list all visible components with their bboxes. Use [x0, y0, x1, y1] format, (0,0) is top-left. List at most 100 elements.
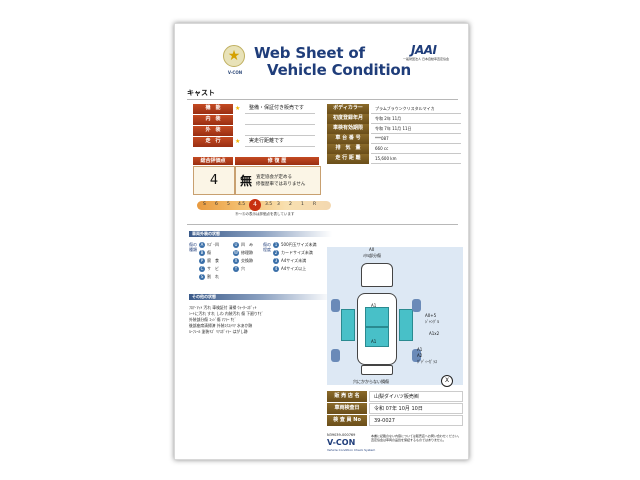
rating-box: 総合評価点 修 復 歴 4 無 査定協会が定める 修復歴車ではありません — [193, 157, 321, 195]
type-chip: B — [199, 250, 205, 256]
legend-type-label: 傷の種類 — [189, 242, 197, 252]
other-line: ﾙｰﾌﾚｰﾙ 塗装ｷｽﾞ ﾘｱｽﾎﾟｲﾗｰ はがし跡 — [189, 329, 248, 334]
sheet-number: N39039-000769 — [327, 433, 356, 437]
type-chip: W — [233, 250, 239, 256]
damage-text: ﾎﾞﾃﾞｨｰｶﾞﾗｽ — [417, 359, 437, 364]
type-chip: Y — [233, 266, 239, 272]
score-label: 総合評価点 — [193, 157, 233, 165]
tire-front-right — [412, 299, 421, 312]
right-side-panel — [399, 309, 413, 341]
history-text-2: 修復歴車ではありません — [256, 182, 306, 187]
footer-brand: V-CON — [327, 438, 356, 447]
rear-roof-panel — [365, 327, 389, 347]
dealer-label: 販 売 店 名 — [327, 391, 367, 402]
score-value: 4 — [193, 166, 235, 195]
title-line-2: Vehicle Condition — [267, 61, 411, 79]
scale-mark: 3.5 — [265, 202, 273, 207]
type-text: 交換跡 — [241, 258, 253, 263]
condition-table: 機 能 ★ 整備・保証付き販売です 内 装 外 装 走 行 ★ 実走行距離です — [193, 104, 315, 148]
spec-label: 排 気 量 — [327, 144, 369, 154]
spec-label: 初度登録年月 — [327, 114, 369, 124]
condition-value — [245, 115, 315, 125]
history-mark: 無 — [240, 174, 253, 188]
type-text: 割 れ — [207, 274, 219, 279]
degree-text: A4サイズ以上 — [281, 266, 307, 271]
jaai-subtitle: 一般財団法人 日本自動車査定協会 — [403, 57, 449, 61]
scale-note: Ⓡ～Ⓢの表示は評価点を表しています — [235, 212, 295, 216]
scale-mark: 5 — [227, 202, 230, 207]
spec-label: 車検有効期限 — [327, 124, 369, 134]
scale-mark: 3 — [277, 202, 280, 207]
dealer-label: 検 査 員 No — [327, 415, 367, 426]
star-icon: ★ — [235, 105, 241, 112]
tire-front-left — [331, 299, 340, 312]
damage-code: A1 — [371, 303, 377, 308]
degree-chip: 4 — [273, 266, 279, 272]
spec-value: 令和 2年 11月 — [371, 114, 461, 124]
divider — [187, 224, 458, 225]
damage-code: A2 — [417, 353, 423, 358]
spec-table: ボディカラー プラムブラウンクリスタルマイカ 初度登録年月 令和 2年 11月 … — [327, 104, 461, 168]
title-line-1: Web Sheet of — [254, 44, 365, 62]
spec-value: 15,600 km — [371, 154, 461, 164]
scale-mark: R — [313, 202, 317, 207]
spec-value: ***087 — [371, 134, 461, 144]
scale-selected: 4 — [249, 199, 261, 211]
legend-title: 車両外装の状態 — [189, 231, 332, 237]
condition-value — [245, 126, 315, 136]
footer-brand-sub: Vehicle Condition Check System — [327, 448, 376, 452]
damage-code: A0+5 — [425, 313, 437, 318]
condition-label: 内 装 — [193, 115, 233, 125]
type-text: 穴 — [241, 266, 245, 271]
divider — [187, 99, 458, 100]
degree-chip: 3 — [273, 258, 279, 264]
type-chip: C — [199, 266, 205, 272]
legend-degree-label: 傷の程度 — [263, 242, 271, 252]
car-rear-view — [361, 365, 393, 375]
type-text: 凹 み — [241, 242, 253, 247]
damage-code: A0 — [369, 247, 375, 252]
spec-label: 車 台 番 号 — [327, 134, 369, 144]
other-line: ﾌﾛｱ･ﾏｯﾄ 汚れ 車検証付 清掃 ｳｫｰﾀｰｽﾎﾟｯﾄ — [189, 305, 257, 310]
type-text: 腐 食 — [207, 258, 219, 263]
other-line: 外装部分傷 ｴｯｼﾞ傷 ﾏﾌﾗｰ ｻﾋﾞ — [189, 317, 237, 322]
star-icon: ★ — [227, 48, 241, 64]
scale-mark: 6 — [215, 202, 218, 207]
damage-circle: X — [441, 375, 453, 387]
type-chip: U — [233, 242, 239, 248]
condition-value: 整備・保証付き販売です — [245, 104, 315, 114]
history-text-1: 査定協会が定める — [256, 175, 292, 180]
other-notes: ﾌﾛｱ･ﾏｯﾄ 汚れ 車検証付 清掃 ｳｫｰﾀｰｽﾎﾟｯﾄ ｼｰﾄに汚れ すれ … — [189, 305, 329, 335]
score-scale: S 6 5 4.5 4 3.5 3 2 1 R — [197, 199, 331, 211]
scale-mark: 4.5 — [238, 202, 246, 207]
damage-text: ｼﾞｬﾝｸﾞﾙ — [425, 319, 439, 324]
diagram-note: 穴にかからない損傷 — [353, 379, 389, 384]
other-title: その他の状態 — [189, 294, 332, 300]
other-line: ｼｰﾄに汚れ すれ しわ 内装汚れ 傷 下廻りｻﾋﾞ — [189, 311, 264, 316]
condition-label: 機 能 — [193, 104, 233, 114]
history-box: 無 査定協会が定める 修復歴車ではありません — [235, 166, 321, 195]
dealer-label: 車両検査日 — [327, 403, 367, 414]
vehicle-name: キャスト — [187, 89, 215, 97]
type-text: 傷 — [207, 250, 211, 255]
spec-label: ボディカラー — [327, 104, 369, 114]
condition-label: 外 装 — [193, 126, 233, 136]
scale-mark: S — [203, 202, 206, 207]
condition-value: 実走行距離です — [245, 137, 315, 147]
degree-chip: 2 — [273, 250, 279, 256]
left-side-panel — [341, 309, 355, 341]
tire-rear-left — [331, 349, 340, 362]
vcon-logo: ★ — [223, 45, 245, 67]
spec-label: 走 行 距 離 — [327, 154, 369, 164]
dealer-value: 39-0027 — [369, 415, 463, 426]
footer-disclaimer: 本書に記載のない内容については販売店へお問い合わせください。査定協会は車両の品質… — [371, 434, 461, 442]
damage-diagram: A0 ﾒﾀﾙ部分傷 A1 A1 A0+5 ｼﾞｬﾝｸﾞﾙ A1x2 A1 A2 … — [327, 247, 463, 387]
scale-mark: 2 — [289, 202, 292, 207]
dealer-value: 山梨ダイハツ販売㈱ — [369, 391, 463, 402]
type-chip: P — [199, 258, 205, 264]
type-text: 修理跡 — [241, 250, 253, 255]
spec-value: プラムブラウンクリスタルマイカ — [371, 104, 461, 114]
type-chip: X — [233, 258, 239, 264]
